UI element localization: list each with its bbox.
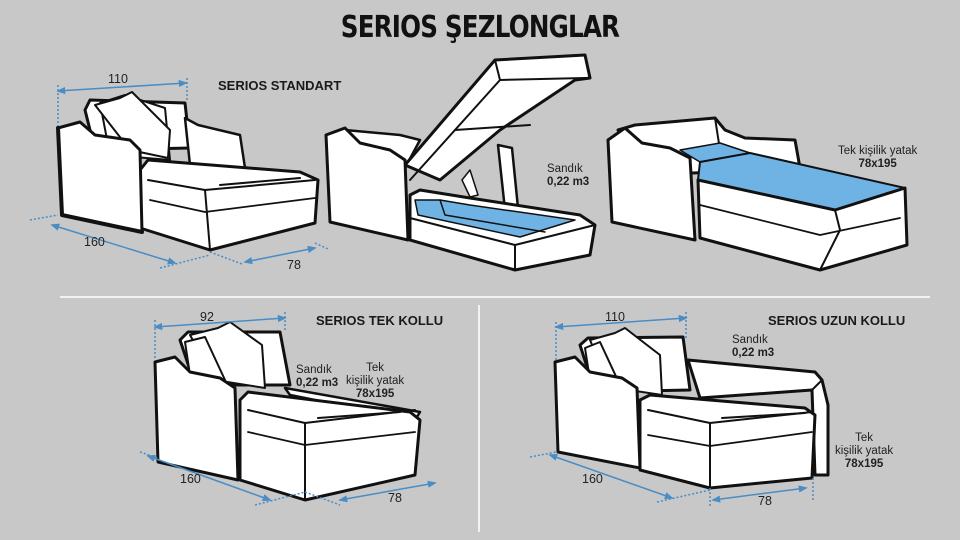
bed-note-standart: Tek kişilik yatak 78x195 xyxy=(838,145,918,170)
bed-note-uzun-kollu: Tek kişilik yatak 78x195 xyxy=(835,432,894,470)
sofa-standart-closed-drawing xyxy=(56,91,320,252)
model-name-uzun-kollu: SERIOS UZUN KOLLU xyxy=(768,313,906,328)
dimension-depth-standart: 78 xyxy=(287,258,301,272)
storage-note-standart: Sandık 0,22 m3 xyxy=(547,163,590,188)
dimension-width-standart: 110 xyxy=(108,72,128,86)
sofa-standart-storage-open-drawing xyxy=(324,53,597,272)
bed-note-tek-kollu: Tek kişilik yatak 78x195 xyxy=(346,362,405,400)
sofa-uzun-kollu-drawing xyxy=(553,327,830,490)
dimension-length-uzun-kollu: 160 xyxy=(582,472,603,486)
dimension-length-standart: 160 xyxy=(84,235,105,249)
storage-note-uzun-kollu: Sandık 0,22 m3 xyxy=(732,334,775,359)
model-name-standart: SERIOS STANDART xyxy=(218,78,342,93)
dimension-width-tek-kollu: 92 xyxy=(200,310,214,324)
model-name-tek-kollu: SERIOS TEK KOLLU xyxy=(316,313,444,328)
dimension-width-uzun-kollu: 110 xyxy=(605,310,625,324)
dimensions-standart xyxy=(29,78,329,269)
sofa-standart-bed-drawing xyxy=(606,116,909,272)
dimensions-uzun-kollu xyxy=(529,312,814,508)
sofa-tek-kollu-drawing xyxy=(153,321,422,502)
dimension-depth-tek-kollu: 78 xyxy=(388,491,402,505)
dimension-depth-uzun-kollu: 78 xyxy=(758,494,772,508)
dimensions-tek-kollu xyxy=(139,312,437,506)
dimension-length-tek-kollu: 160 xyxy=(180,472,201,486)
storage-note-tek-kollu: Sandık 0,22 m3 xyxy=(296,364,339,389)
page-title: SERIOS ŞEZLONGLAR xyxy=(340,10,620,45)
